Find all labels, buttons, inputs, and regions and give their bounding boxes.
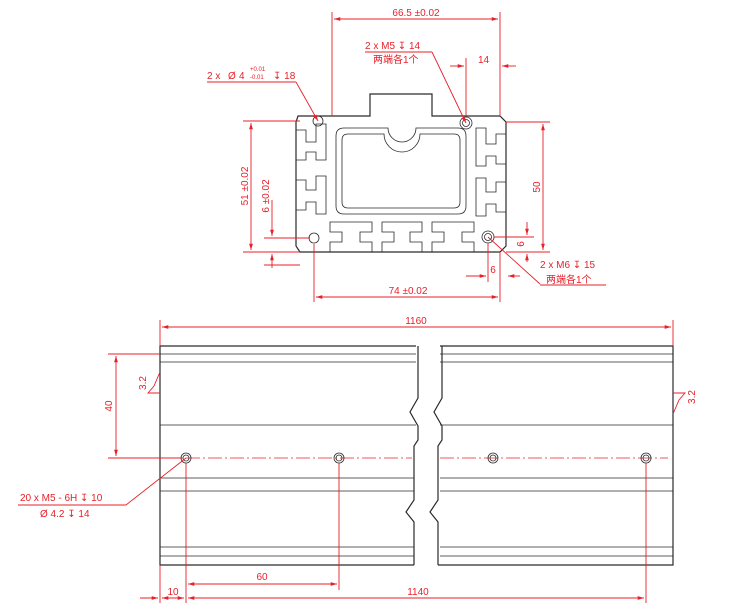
m6-hole-bottom-right-inner [484,233,492,241]
dim-span: 1140 [407,587,429,598]
phi4-hole-top-left [312,115,324,127]
bottom-slot-2 [381,221,423,252]
break-line-right [429,346,443,565]
phi4-hole-bottom-left [308,232,320,244]
callout-phi4-prefix: 2 x [207,71,220,82]
left-slot-2 [296,175,327,215]
callout-phi4-depth: ↧ 18 [273,71,296,82]
callout-phi4-tol-upper: +0.01 [250,67,266,73]
dim-total-length: 1160 [405,316,427,327]
dim-pitch: 60 [256,572,268,583]
right-slot-1 [475,127,506,167]
roughness-left: 3.2 [138,376,149,390]
callout-phi4-symbol: Ø [228,71,236,82]
side-hole-3 [487,452,499,464]
callout-m6-note: 两端各1个 [546,273,592,286]
dim-first-hole: 10 [167,587,179,598]
bottom-slot-3 [431,221,475,252]
dim-top-width: 66.5 ±0.02 [392,8,440,19]
roughness-right: 3.2 [687,390,698,404]
side-left-outline [159,345,416,566]
dim-right-offset: 14 [478,55,490,66]
side-view: 1160 40 3.2 3.2 20 x M5 - 6H ↧ 10 Ø 4.2 … [18,316,698,603]
dim-bottom-small: 6 [490,265,496,276]
callout-m5-holes: 20 x M5 - 6H ↧ 10 [20,493,103,504]
dim-height-right: 50 [532,181,543,193]
dim-small-left: 6 ±0.02 [261,179,272,213]
right-slot-2 [475,177,506,217]
dim-height-left: 51 ±0.02 [240,166,251,205]
left-slot-1 [296,123,327,161]
callout-m5-holes-sub: Ø 4.2 ↧ 14 [40,509,90,520]
callout-m5-note: 两端各1个 [373,53,419,66]
side-right-outline [438,345,674,566]
cavity-inner [341,133,461,209]
section-view: 66.5 ±0.02 2 x M5 ↧ 14 两端各1个 14 2 x Ø 4 … [207,8,606,302]
dim-right-small: 6 [516,241,527,247]
bottom-slot-1 [329,221,373,252]
central-cavity [335,127,467,215]
callout-phi4-size: 4 [239,71,245,82]
break-line-left [405,346,419,565]
m5-hole-top-right-inner [462,119,470,127]
callout-phi4-tol-lower: -0.01 [250,75,264,81]
dim-bottom-width: 74 ±0.02 [389,286,428,297]
callout-m5: 2 x M5 ↧ 14 [365,41,421,52]
callout-m6: 2 x M6 ↧ 15 [540,260,596,271]
profile-outline [295,93,507,253]
m5-hole-top-right [459,116,473,130]
dim-height: 40 [104,400,115,412]
